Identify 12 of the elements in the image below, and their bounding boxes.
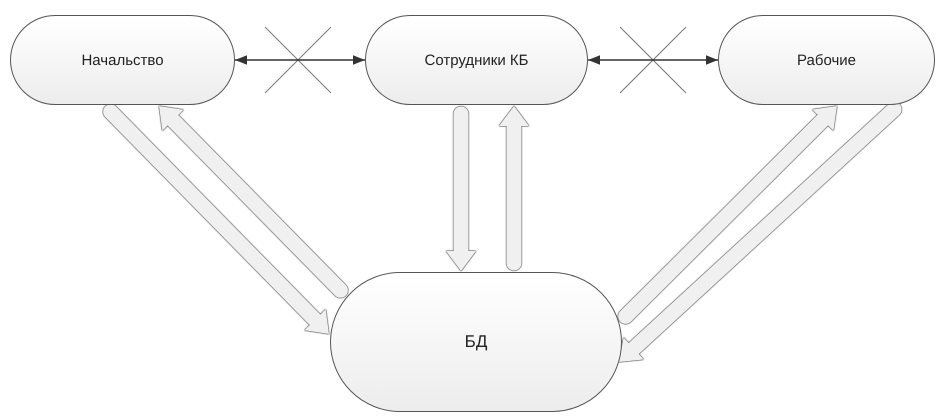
block-arrow xyxy=(499,106,529,270)
block-arrow xyxy=(446,106,476,271)
block-arrow xyxy=(159,106,348,298)
arrow xyxy=(588,55,718,65)
node-label: Рабочие xyxy=(797,52,856,68)
node-label: Сотрудники КБ xyxy=(424,52,528,68)
node-label: Начальство xyxy=(81,52,164,68)
node-label: БД xyxy=(464,332,488,352)
block-arrow xyxy=(618,106,837,324)
block-arrow xyxy=(103,104,329,334)
arrow xyxy=(235,55,365,65)
block-arrow xyxy=(619,102,902,362)
